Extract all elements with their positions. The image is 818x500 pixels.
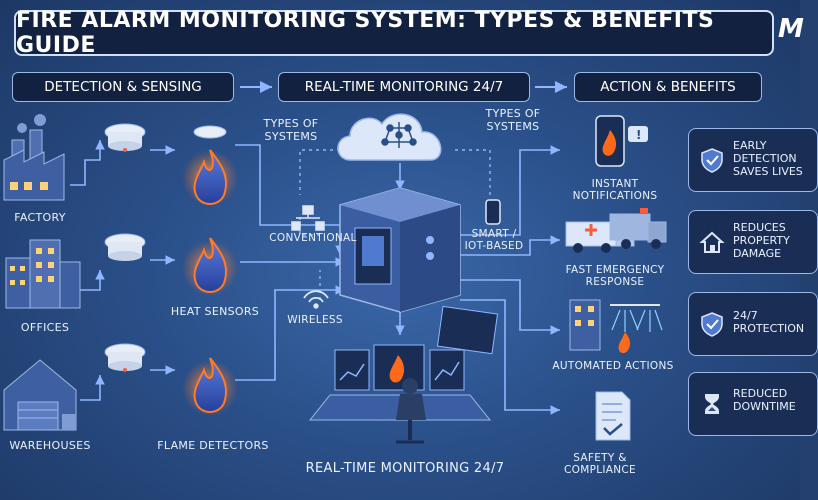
label-conventional: CONVENTIONAL [269, 232, 357, 244]
label-smart-iot: SMART / IOT-BASED [464, 228, 524, 253]
label-wireless: WIRELESS [287, 314, 343, 326]
benefit-card-early-detection: EARLY DETECTION SAVES LIVES [688, 128, 818, 192]
smartphone-alert-icon: ! [595, 115, 648, 167]
dashed-connectors [299, 149, 491, 300]
brand-logo: M [778, 14, 804, 44]
label-instant-notifications: INSTANT NOTIFICATIONS [572, 178, 658, 203]
house-icon [699, 231, 725, 253]
operator-workstation-icon [308, 305, 499, 444]
benefit-card-property-damage: REDUCES PROPERTY DAMAGE [688, 210, 818, 274]
benefit-label: REDUCED DOWNTIME [733, 387, 796, 414]
page-title: FIRE ALARM MONITORING SYSTEM: TYPES & BE… [14, 8, 774, 58]
benefit-label: REDUCES PROPERTY DAMAGE [733, 221, 790, 261]
emergency-vehicles-icon [565, 208, 667, 253]
central-server-icon [339, 187, 461, 313]
label-warehouses: WAREHOUSES [9, 439, 91, 452]
benefit-card-downtime: REDUCED DOWNTIME [688, 372, 818, 436]
document-check-icon [595, 391, 631, 441]
shield-check-icon [701, 148, 723, 173]
label-flame-detectors: FLAME DETECTORS [157, 439, 269, 452]
factory-icon [3, 114, 65, 201]
label-types-of-systems-left: TYPES OF SYSTEMS [263, 117, 319, 143]
flame-icon [182, 125, 238, 206]
stage-header-detection: DETECTION & SENSING [12, 72, 234, 102]
warehouse-icon [3, 359, 77, 431]
label-fast-emergency-response: FAST EMERGENCY RESPONSE [565, 264, 665, 289]
stage-header-action: ACTION & BENEFITS [574, 72, 762, 102]
offices-icon [5, 239, 81, 309]
hourglass-icon [705, 394, 719, 414]
smartphone-icon [485, 199, 501, 225]
benefit-card-protection: 24/7 PROTECTION [688, 292, 818, 356]
flame-icon [182, 357, 238, 416]
label-factory: FACTORY [14, 211, 66, 224]
label-safety-compliance: SAFETY & COMPLIANCE [564, 452, 636, 477]
diagram-graphics: ! [3, 81, 667, 444]
network-tree-icon [291, 205, 325, 231]
label-types-of-systems-right: TYPES OF SYSTEMS [485, 107, 541, 133]
label-automated-actions: AUTOMATED ACTIONS [552, 360, 674, 372]
connector-lines [70, 140, 560, 415]
sprinkler-building-icon [569, 299, 663, 353]
smoke-detector-icon [104, 343, 146, 372]
benefit-label: 24/7 PROTECTION [733, 309, 805, 336]
label-offices: OFFICES [20, 321, 70, 334]
cloud-icon [337, 113, 442, 161]
benefit-label: EARLY DETECTION SAVES LIVES [733, 139, 803, 179]
wifi-icon [303, 290, 329, 309]
smoke-detector-icon [104, 123, 146, 152]
flame-icon [182, 237, 238, 296]
smoke-detector-icon [104, 233, 146, 261]
stage-header-monitoring: REAL-TIME MONITORING 24/7 [278, 72, 530, 102]
shield-check-icon [701, 312, 723, 337]
monitoring-caption: REAL-TIME MONITORING 24/7 [305, 461, 505, 476]
svg-text:!: ! [636, 128, 641, 142]
label-heat-sensors: HEAT SENSORS [170, 305, 260, 318]
